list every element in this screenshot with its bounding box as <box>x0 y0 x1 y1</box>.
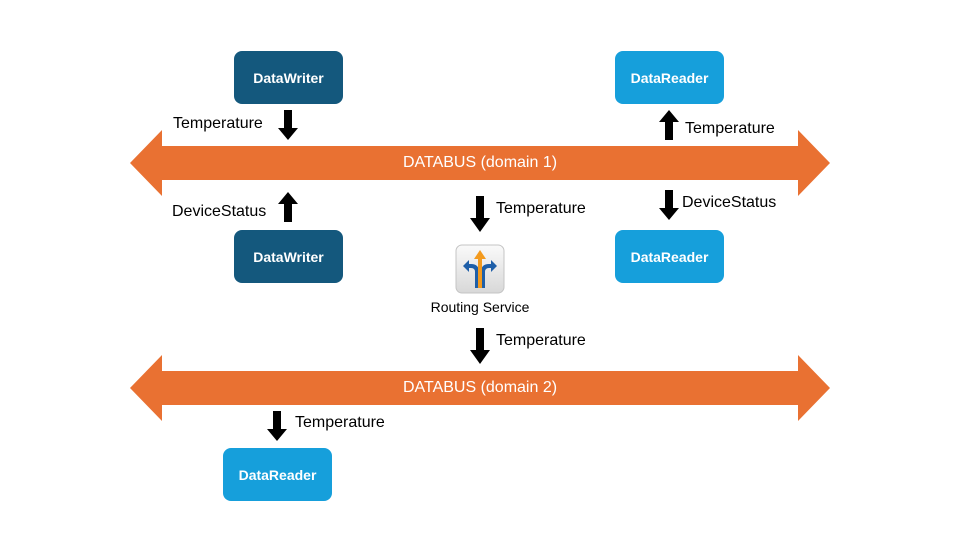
topic-label-writer-middle: DeviceStatus <box>172 203 267 220</box>
datareader-middle: DataReader <box>615 230 724 283</box>
arrow-down-icon <box>267 411 287 441</box>
topic-label-writer-top: Temperature <box>173 115 263 132</box>
datareader-bottom: DataReader <box>223 448 332 501</box>
topic-label-reader-middle: DeviceStatus <box>682 194 777 211</box>
datareader-top: DataReader <box>615 51 724 104</box>
routing-service-label: Routing Service <box>430 299 530 315</box>
topic-label-reader-top: Temperature <box>685 120 775 137</box>
topic-label-routing-in: Temperature <box>496 200 586 217</box>
arrow-down-icon <box>470 196 490 232</box>
databus-domain-1 <box>130 130 830 196</box>
datawriter-top: DataWriter <box>234 51 343 104</box>
arrow-up-icon <box>278 192 298 222</box>
databus-domain-2-label: DATABUS (domain 2) <box>402 379 558 396</box>
routing-service-icon <box>455 244 505 294</box>
arrow-down-icon <box>659 190 679 220</box>
arrow-up-icon <box>659 110 679 140</box>
topic-label-reader-bottom: Temperature <box>295 414 385 431</box>
arrow-down-icon <box>278 110 298 140</box>
datawriter-middle: DataWriter <box>234 230 343 283</box>
databus-domain-2 <box>130 355 830 421</box>
databus-domain-1-label: DATABUS (domain 1) <box>402 154 558 171</box>
topic-label-routing-out: Temperature <box>496 332 586 349</box>
arrow-down-icon <box>470 328 490 364</box>
